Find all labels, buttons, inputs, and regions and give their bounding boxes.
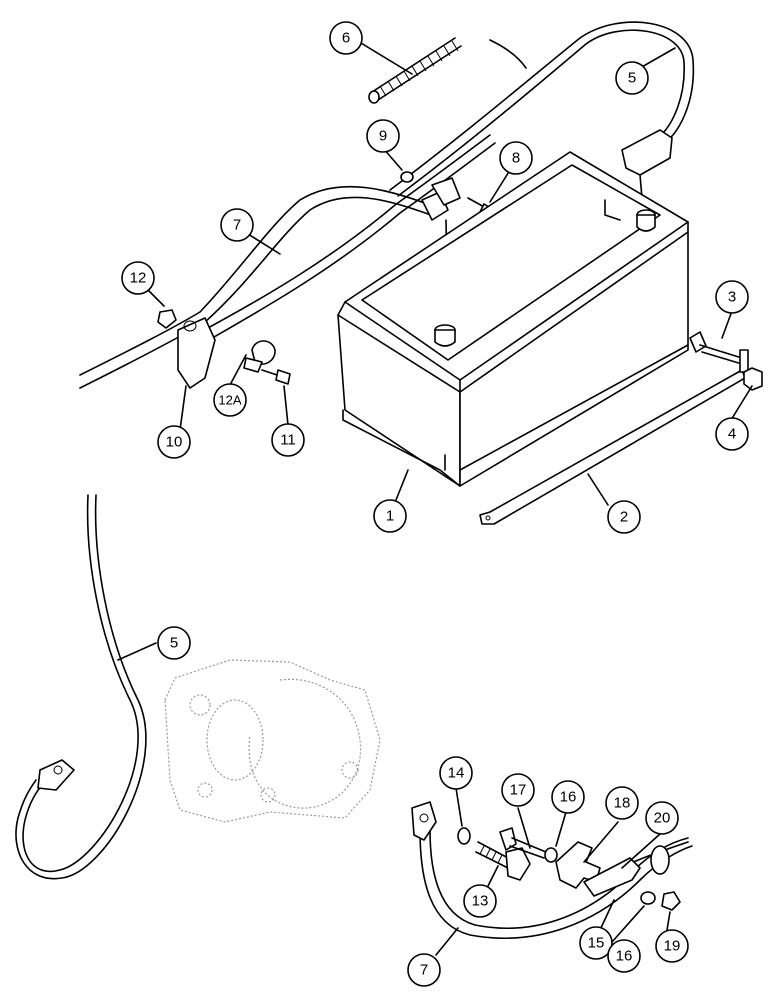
clip-12a [243,340,276,373]
leader-lines [117,39,753,956]
bolt-13 [475,841,531,881]
callout-8-label: 8 [512,150,520,167]
callout-3-label: 3 [728,289,736,306]
callout-18-label: 18 [614,795,631,812]
washer-16b [640,891,656,905]
callout-10-label: 10 [166,434,183,451]
callout-6: 6 [329,21,363,55]
callout-14-label: 14 [448,765,465,782]
ground-cable-upper [79,134,496,389]
callout-15: 15 [579,926,613,960]
callout-7-label: 7 [233,217,241,234]
spring-sleeve [368,37,462,104]
bolt-3 [689,331,749,373]
callout-20-label: 20 [654,810,671,827]
positive-cable-lower [15,494,147,880]
callout-17-label: 17 [510,782,527,799]
battery [337,151,689,487]
callout-13-label: 13 [472,893,489,910]
callout-12a-label: 12A [218,393,241,408]
callout-18: 18 [605,786,639,820]
callout-5-label: 5 [628,70,636,87]
callout-16: 16 [551,780,585,814]
callout-16-label: 16 [560,789,577,806]
callout-2-label: 2 [620,509,628,526]
callout-1-label: 1 [386,508,394,525]
callout-13: 13 [463,884,497,918]
callout-14: 14 [439,756,473,790]
callout-5-lower-label: 5 [170,635,178,652]
rotation-arc [489,39,527,69]
callout-4-label: 4 [728,426,736,443]
callout-1: 1 [373,499,407,533]
callout-17: 17 [501,773,535,807]
cable-clamp-10 [177,317,216,389]
callout-19: 19 [655,929,689,963]
callout-15-label: 15 [588,935,605,952]
callout-12a: 12A [213,383,247,417]
nut-19 [661,891,681,911]
nut-12 [157,309,177,329]
callout-12-label: 12 [130,270,147,287]
callout-8: 8 [499,141,533,175]
starter-motor [164,659,381,823]
bolt-11 [261,369,291,385]
callout-12: 12 [121,261,155,295]
callout-2: 2 [607,500,641,534]
callout-7-lower-label: 7 [420,962,428,979]
washer-14 [457,827,471,845]
nut-9 [400,171,414,183]
callout-9: 9 [366,119,400,153]
callout-16-lower: 16 [607,939,641,973]
callout-9-label: 9 [379,128,387,145]
callout-6-label: 6 [342,30,350,47]
washer-16a [544,847,558,863]
ground-cable-lower [411,801,693,939]
callout-19-label: 19 [664,938,681,955]
callout-5: 5 [615,61,649,95]
callout-3: 3 [715,280,749,314]
callout-7: 7 [220,208,254,242]
clamp-20 [583,857,641,897]
callout-7-lower: 7 [407,953,441,987]
callout-10: 10 [157,425,191,459]
callout-11: 11 [271,423,305,457]
callout-11-label: 11 [280,432,296,449]
callout-20: 20 [645,801,679,835]
callout-5-lower: 5 [157,626,191,660]
nut-4 [743,367,763,391]
callout-4: 4 [715,417,749,451]
callout-16-lower-label: 16 [616,948,633,965]
